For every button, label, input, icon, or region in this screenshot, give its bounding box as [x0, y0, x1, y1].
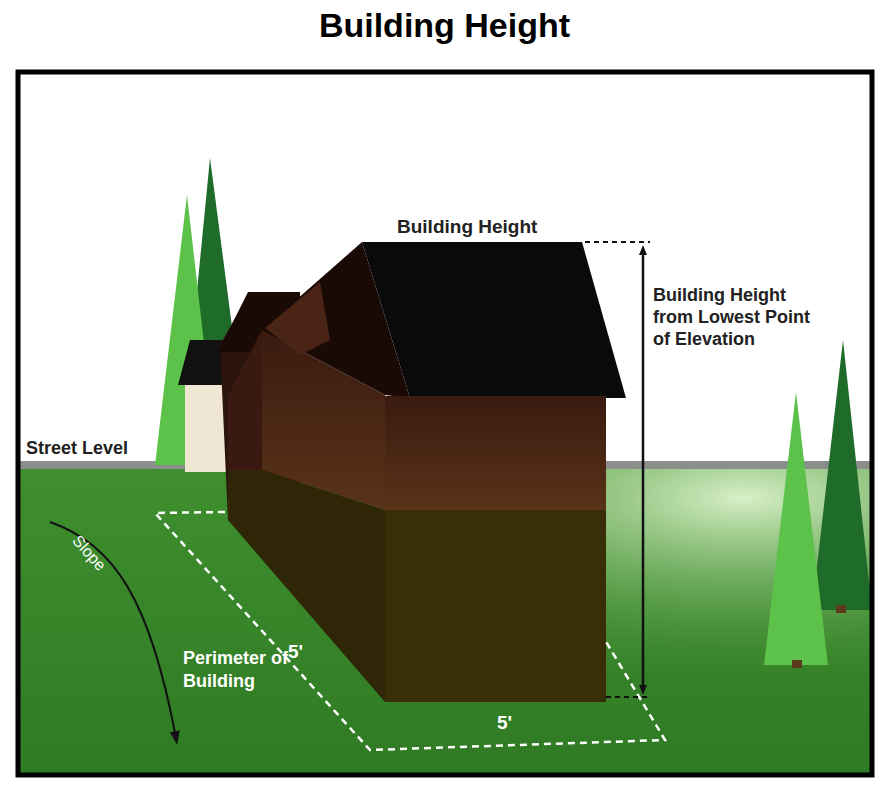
dimension-label: 5': [288, 641, 303, 663]
street-level-label: Street Level: [24, 438, 130, 459]
height-description: Building Height from Lowest Point of Ele…: [653, 284, 828, 350]
height-label: Building Height: [397, 216, 537, 238]
diagram-title: Building Height: [0, 6, 889, 45]
perimeter-label: Perimeter of Building: [183, 647, 303, 693]
dimension-label: 5': [497, 712, 512, 734]
